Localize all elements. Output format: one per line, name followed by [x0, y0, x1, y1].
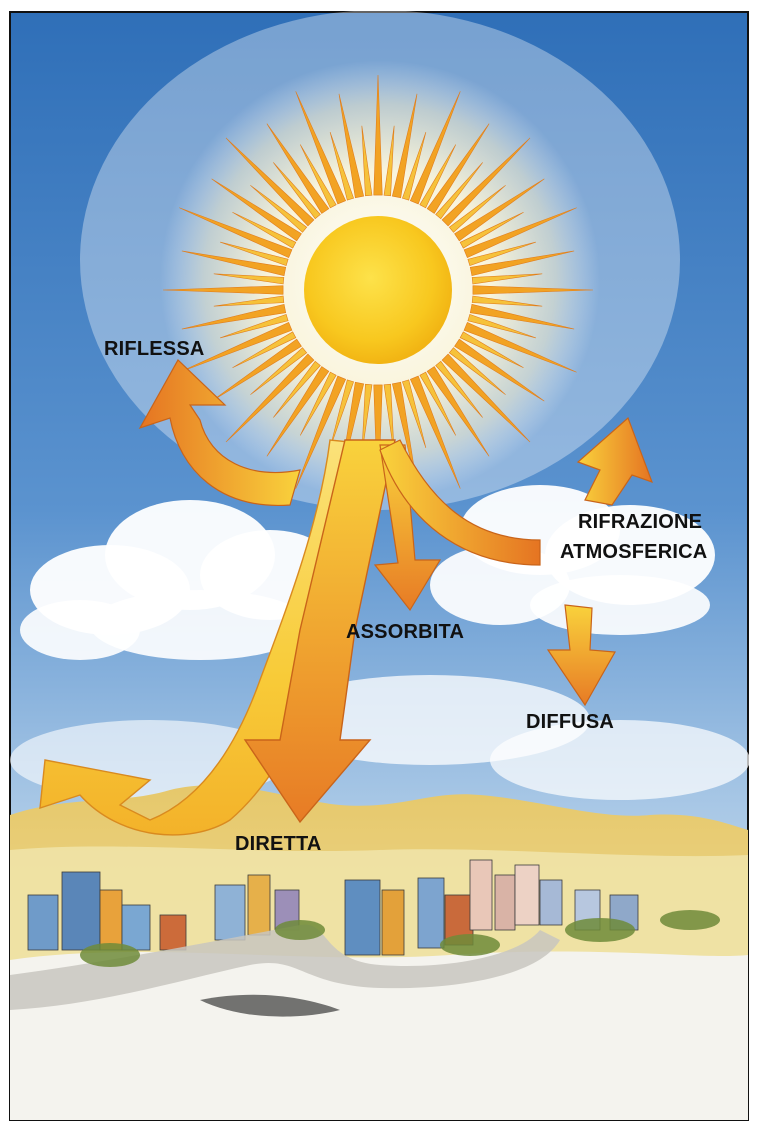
- label-riflessa: RIFLESSA: [104, 337, 205, 361]
- building: [345, 880, 380, 955]
- label-diffusa: DIFFUSA: [526, 710, 614, 734]
- building: [62, 872, 100, 950]
- building: [248, 875, 270, 935]
- label-assorbita: ASSORBITA: [346, 620, 464, 644]
- label-rifrazione-line1: RIFRAZIONE: [578, 510, 702, 534]
- label-diretta: DIRETTA: [235, 832, 322, 856]
- building: [515, 865, 539, 925]
- building: [470, 860, 492, 930]
- building: [122, 905, 150, 950]
- building: [495, 875, 515, 930]
- building: [382, 890, 404, 955]
- building: [418, 878, 444, 948]
- building: [100, 890, 122, 950]
- building: [160, 915, 186, 950]
- sun-core: [304, 216, 452, 364]
- building: [28, 895, 58, 950]
- building: [540, 880, 562, 925]
- label-rifrazione-line2: ATMOSFERICA: [560, 540, 707, 564]
- building: [215, 885, 245, 940]
